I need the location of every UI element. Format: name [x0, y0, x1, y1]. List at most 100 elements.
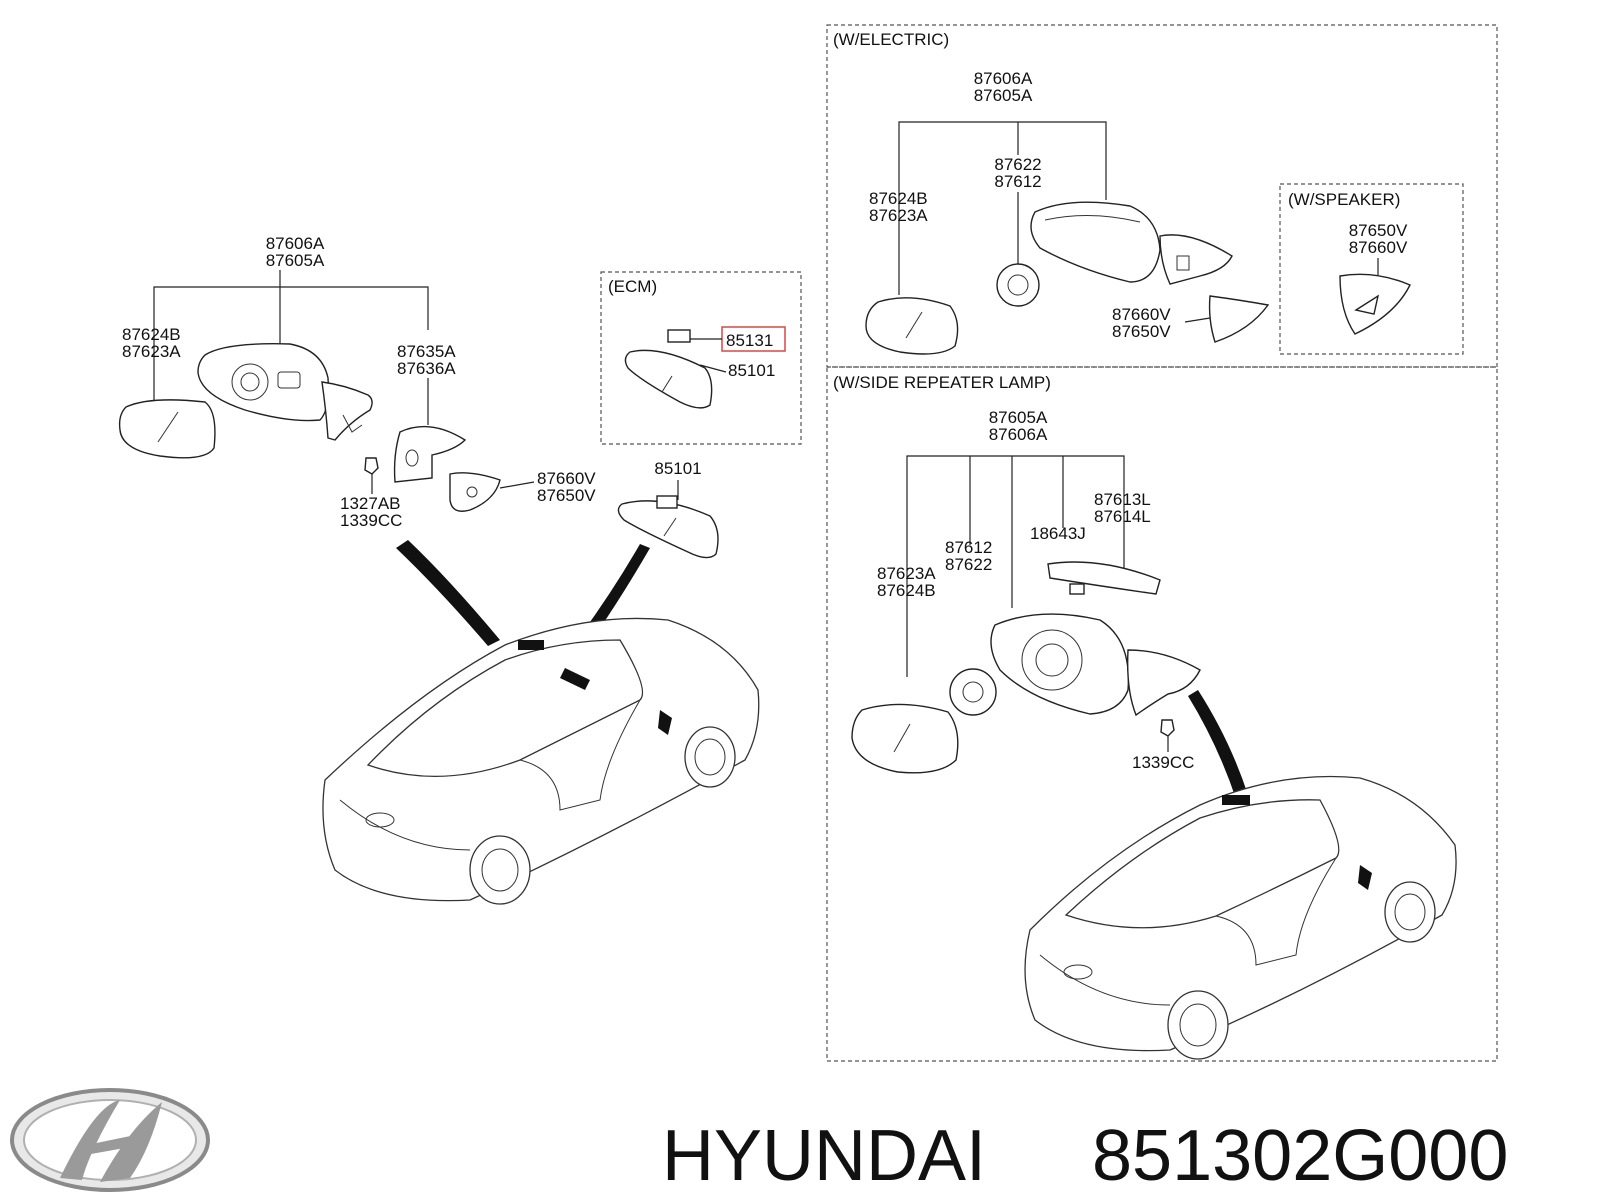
- car-hub-rear-left: [481, 848, 519, 892]
- car-hub-rear-right: [1179, 1003, 1217, 1047]
- repeater-housing: [990, 613, 1130, 715]
- brand-name: HYUNDAI: [662, 1116, 986, 1196]
- repeater-box-frame: [826, 366, 1498, 1062]
- mirror-arm-left: [321, 381, 373, 441]
- electric-leader-corner: [1184, 317, 1211, 323]
- label-nut-2: 1339CC: [340, 511, 402, 530]
- car-wheel-front-right: [1384, 881, 1436, 943]
- mirror-housing-left: [197, 343, 330, 422]
- pointer-to-car-right: [1188, 690, 1248, 799]
- electric-arm: [1159, 234, 1233, 285]
- repeater-bulb-part: [1069, 583, 1085, 595]
- car-door-line-left: [519, 699, 641, 811]
- repeater-housing-hub: [1035, 643, 1069, 677]
- speaker-cover-2: 87660V: [1349, 238, 1408, 257]
- arm-bracket-left: [342, 414, 363, 433]
- corner-cover-hole: [466, 486, 478, 498]
- electric-actuator: [996, 263, 1040, 307]
- repeater-lamp-1: 87613L: [1094, 490, 1151, 509]
- electric-box-frame: [826, 24, 1498, 368]
- repeater-box: (W/SIDE REPEATER LAMP) 87605A 87606A 876…: [826, 366, 1498, 1062]
- ecm-box-frame: [600, 271, 802, 445]
- car-wheel-rear-right: [1167, 990, 1229, 1060]
- cover-grommet: [405, 449, 419, 467]
- car-trunk-line-left: [339, 799, 471, 851]
- car-trunk-line-right: [1039, 954, 1171, 1006]
- electric-actuator-1: 87622: [994, 155, 1041, 174]
- label-corner-cover-1: 87660V: [537, 469, 596, 488]
- car-wheel-rear-left: [469, 835, 531, 905]
- car-mirror-spot-right: [1222, 795, 1250, 805]
- car-side-mirror-left: [658, 710, 672, 735]
- car-illustration-right: [1024, 775, 1457, 1060]
- part-number: 851302G000: [1092, 1116, 1508, 1196]
- label-housing-2: 87605A: [266, 251, 325, 270]
- repeater-actuator-2: 87622: [945, 555, 992, 574]
- electric-leader-bracket: [898, 121, 1107, 295]
- repeater-housing-2: 87606A: [989, 425, 1048, 444]
- leader-corner-cover: [499, 481, 535, 489]
- repeater-glass-1: 87623A: [877, 564, 936, 583]
- repeater-nut: [1160, 719, 1175, 737]
- repeater-bulb: 18643J: [1030, 524, 1086, 543]
- leader-housing-bracket: [153, 286, 429, 402]
- car-side-mirror-right: [1358, 865, 1372, 890]
- pointer-to-car-left: [396, 540, 500, 646]
- electric-box-title: (W/ELECTRIC): [833, 30, 949, 49]
- electric-glass: [865, 297, 959, 355]
- electric-housing-2: 87605A: [974, 86, 1033, 105]
- ecm-box: (ECM) 85131 85101: [600, 271, 802, 445]
- car-illustration-left: [322, 617, 760, 905]
- electric-glass-2: 87623A: [869, 206, 928, 225]
- repeater-actuator-1: 87612: [945, 538, 992, 557]
- ecm-highlighted-part: 85131: [726, 331, 773, 350]
- room-mirror-glare: [663, 517, 677, 537]
- main-assembly: 87606A 87605A 87624B 87623A 87635A 87636…: [118, 234, 719, 559]
- car-body-left: [322, 617, 760, 902]
- electric-housing-1: 87606A: [974, 69, 1033, 88]
- ecm-box-title: (ECM): [608, 277, 657, 296]
- electric-corner-2: 87650V: [1112, 322, 1171, 341]
- mirror-cover-left: [393, 425, 467, 483]
- electric-arm-bracket: [1176, 255, 1190, 271]
- housing-motor-ring: [231, 363, 269, 401]
- label-cover-2: 87636A: [397, 359, 456, 378]
- electric-corner-1: 87660V: [1112, 305, 1171, 324]
- housing-slot: [277, 371, 301, 389]
- repeater-glass-glare: [893, 723, 911, 753]
- housing-motor-hub: [240, 372, 260, 392]
- repeater-housing-ring: [1021, 629, 1083, 691]
- speaker-box-title: (W/SPEAKER): [1288, 190, 1400, 209]
- glass-glare-left: [157, 411, 179, 443]
- hyundai-logo-icon: [10, 1088, 210, 1192]
- electric-glass-glare: [905, 311, 923, 339]
- car-wheel-front-left: [684, 726, 736, 788]
- label-housing-1: 87606A: [266, 234, 325, 253]
- repeater-glass-2: 87624B: [877, 581, 936, 600]
- electric-housing-edge: [1044, 215, 1141, 223]
- electric-box: (W/ELECTRIC) 87606A 87605A 87622 87612 8…: [826, 24, 1498, 368]
- electric-actuator-2: 87612: [994, 172, 1041, 191]
- repeater-leader-bracket: [906, 455, 1125, 677]
- car-emblem-right: [1063, 964, 1093, 980]
- speaker-box-frame: [1279, 183, 1464, 355]
- repeater-arm: [1127, 649, 1201, 717]
- corner-cover-left: [449, 472, 501, 512]
- car-mirror-spot-left: [560, 668, 590, 690]
- car-room-mirror-spot: [518, 640, 544, 650]
- leader-ecm-mirror: [699, 364, 727, 373]
- label-room-mirror: 85101: [654, 459, 701, 478]
- mirror-nut-left: [364, 457, 379, 475]
- repeater-lamp: [1047, 561, 1161, 595]
- label-corner-cover-2: 87650V: [537, 486, 596, 505]
- repeater-box-title: (W/SIDE REPEATER LAMP): [833, 373, 1051, 392]
- label-nut-1: 1327AB: [340, 494, 401, 513]
- repeater-actuator: [949, 668, 997, 716]
- car-hub-front-right: [1394, 893, 1426, 931]
- electric-housing: [1030, 201, 1161, 283]
- ecm-sensor-module: [667, 329, 691, 343]
- electric-glass-1: 87624B: [869, 189, 928, 208]
- ecm-mirror: [624, 349, 713, 409]
- ecm-mirror-glare: [661, 375, 673, 393]
- car-door-line-right: [1215, 857, 1337, 966]
